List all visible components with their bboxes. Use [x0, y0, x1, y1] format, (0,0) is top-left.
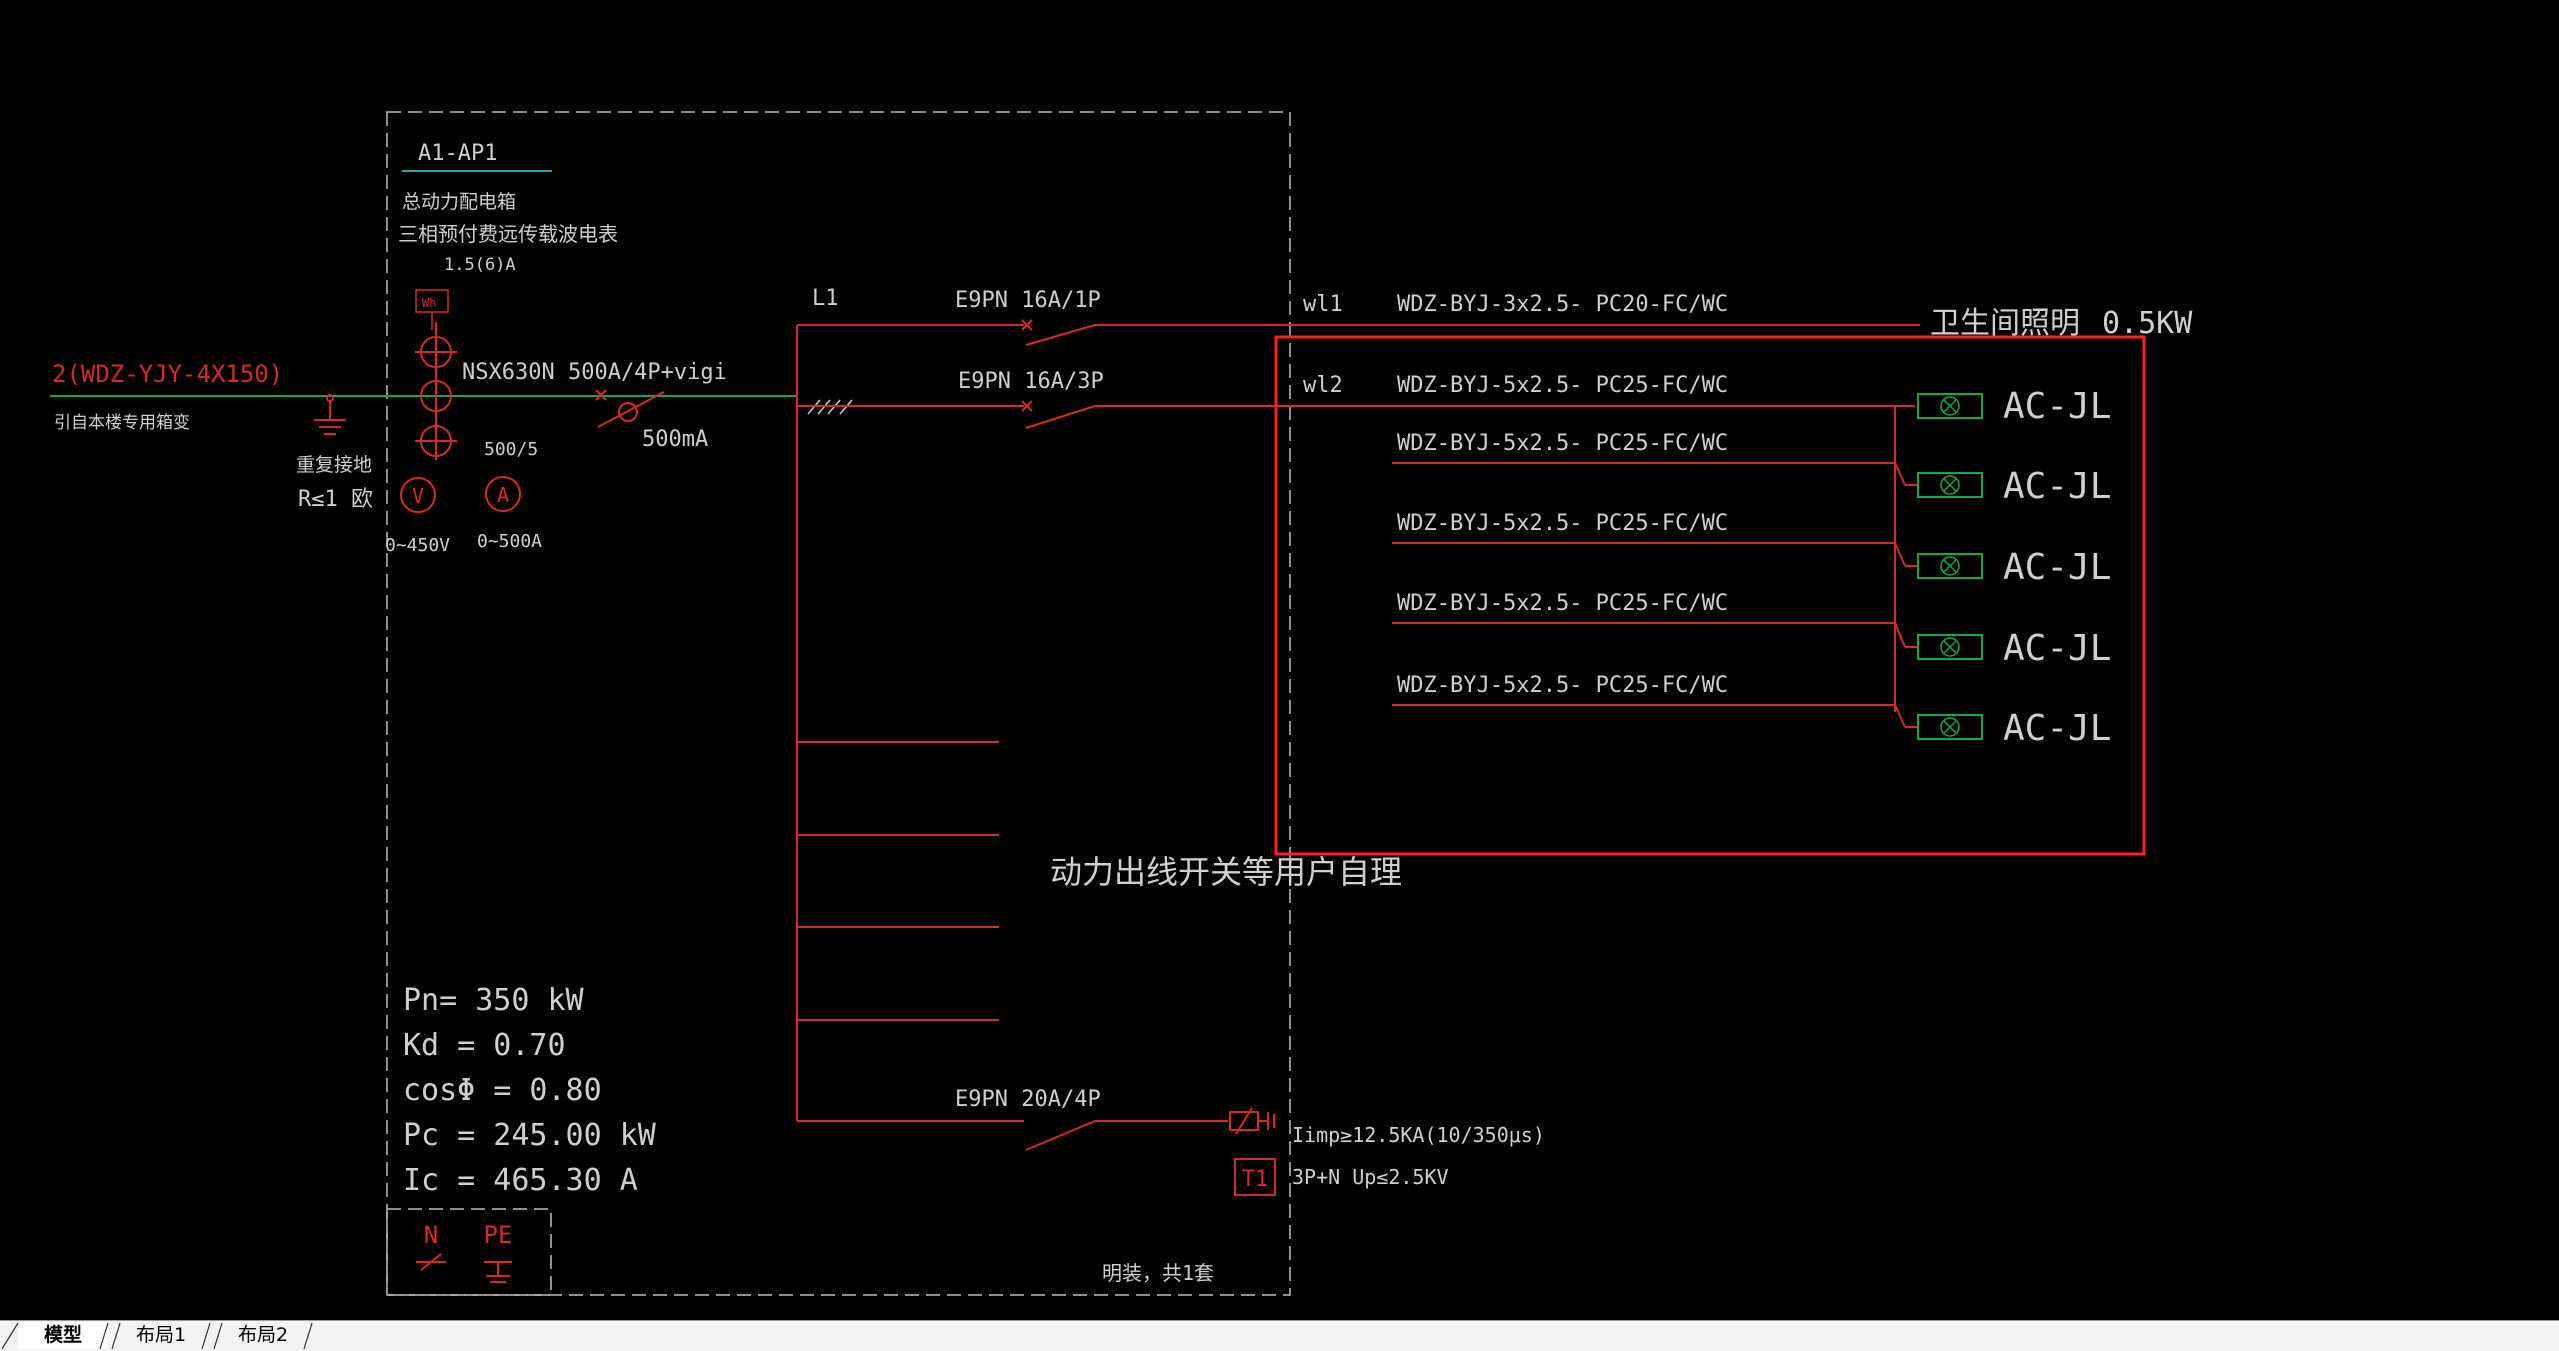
calc-pc: Pc = 245.00 kW — [403, 1118, 657, 1153]
svg-text:V: V — [412, 484, 424, 508]
ct-ratio: 500/5 — [484, 439, 538, 460]
terminal-pe: PE — [484, 1221, 513, 1249]
load-label: AC-JL — [2003, 547, 2111, 588]
circuit-wl2-breaker-label: E9PN 16A/3P — [958, 369, 1104, 394]
circuit-wl1-id: wl1 — [1303, 292, 1343, 317]
load-lamp-icon — [1917, 553, 1983, 579]
incoming-cable: 2(WDZ-YJY-4X150) — [52, 360, 283, 388]
circuit-wl2-cable: WDZ-BYJ-5x2.5- PC25-FC/WC — [1397, 373, 1728, 398]
branch-feeder-1: AC-JL — [1895, 386, 2111, 427]
lighting-load-power: 0.5KW — [2102, 306, 2193, 341]
spd-breaker-symbol — [1025, 1107, 1275, 1151]
bus-phase: L1 — [812, 286, 839, 311]
load-label: AC-JL — [2003, 628, 2111, 669]
energy-meter-icon: Wh — [415, 289, 449, 330]
voltmeter-range: 0~450V — [385, 535, 450, 556]
spd-spec2: 3P+N Up≤2.5KV — [1292, 1165, 1449, 1189]
footer-note: 明装，共1套 — [1102, 1261, 1214, 1285]
panel-name: A1-AP1 — [418, 141, 497, 166]
load-label: AC-JL — [2003, 708, 2111, 749]
load-lamp-icon — [1917, 714, 1983, 740]
svg-text:T1: T1 — [1242, 1167, 1269, 1192]
branch-feeder-3: WDZ-BYJ-5x2.5- PC25-FC/WC AC-JL — [1392, 511, 2111, 588]
branch-cable: WDZ-BYJ-5x2.5- PC25-FC/WC — [1397, 431, 1728, 456]
grounding-label: 重复接地 — [296, 454, 372, 476]
grounding-resistance: R≤1 欧 — [298, 487, 373, 512]
ammeter-icon: A — [485, 476, 521, 512]
load-lamp-icon — [1917, 472, 1983, 498]
branch-feeder-2: WDZ-BYJ-5x2.5- PC25-FC/WC AC-JL — [1392, 406, 2111, 712]
incoming-source: 引自本楼专用箱变 — [54, 413, 190, 433]
tab-model[interactable]: 模型 — [18, 1322, 108, 1349]
terminal-box — [386, 1208, 552, 1296]
current-transformer-icon — [415, 322, 457, 460]
circuit-wl1-breaker-label: E9PN 16A/1P — [955, 288, 1101, 313]
svg-text:A: A — [497, 483, 509, 507]
branch-cable: WDZ-BYJ-5x2.5- PC25-FC/WC — [1397, 511, 1728, 536]
tab-layout1[interactable]: 布局1 — [135, 1324, 187, 1346]
load-lamp-icon — [1917, 634, 1983, 660]
load-label: AC-JL — [2003, 466, 2111, 507]
branch-feeder-4: WDZ-BYJ-5x2.5- PC25-FC/WC AC-JL — [1392, 591, 2111, 669]
drawing-canvas[interactable]: A1-AP1 总动力配电箱 三相预付费远传载波电表 1.5(6)A 2(WDZ-… — [0, 0, 2559, 1320]
svg-text:Wh: Wh — [422, 296, 436, 310]
panel-desc1: 总动力配电箱 — [402, 191, 516, 213]
spd-spec1: Iimp≥12.5KA(10/350μs) — [1292, 1123, 1545, 1147]
ammeter-range: 0~500A — [477, 531, 542, 552]
main-breaker-symbol — [595, 389, 665, 428]
circuit-wl1-cable: WDZ-BYJ-3x2.5- PC20-FC/WC — [1397, 292, 1728, 317]
main-breaker-label: NSX630N 500A/4P+vigi — [462, 360, 727, 385]
leakage-rating: 500mA — [642, 427, 708, 452]
terminal-n: N — [424, 1221, 438, 1249]
panel-desc2: 三相预付费远传载波电表 — [398, 222, 618, 246]
tab-layout2[interactable]: 布局2 — [237, 1324, 289, 1346]
highlight-selection-box[interactable] — [1274, 335, 2146, 856]
terminal-symbols — [416, 1253, 512, 1283]
calc-ic: Ic = 465.30 A — [403, 1163, 638, 1198]
load-lamp-icon — [1917, 393, 1983, 419]
branch-cable: WDZ-BYJ-5x2.5- PC25-FC/WC — [1397, 591, 1728, 616]
branch-cable: WDZ-BYJ-5x2.5- PC25-FC/WC — [1397, 673, 1728, 698]
calc-kd: Kd = 0.70 — [403, 1028, 566, 1063]
meter-rating: 1.5(6)A — [444, 255, 516, 275]
voltmeter-icon: V — [400, 477, 436, 513]
grounding-symbol — [314, 394, 346, 435]
panel-enclosure — [386, 111, 1291, 1296]
circuit-wl1-breaker — [1021, 319, 1096, 346]
branch-feeder-5: WDZ-BYJ-5x2.5- PC25-FC/WC AC-JL — [1392, 673, 2111, 749]
tab-separators — [1, 1322, 313, 1350]
circuit-wl2-id: wl2 — [1303, 373, 1343, 398]
spd-breaker-label: E9PN 20A/4P — [955, 1087, 1101, 1112]
layout-tab-bar: 模型 布局1 布局2 — [0, 1320, 2559, 1351]
lighting-load-name: 卫生间照明 — [1930, 306, 2080, 341]
circuit-wl2-breaker — [1021, 400, 1096, 429]
calc-pn: Pn= 350 kW — [403, 983, 585, 1018]
spare-outgoing-lines — [797, 741, 999, 1021]
user-note: 动力出线开关等用户自理 — [1050, 853, 1402, 891]
load-label: AC-JL — [2003, 386, 2111, 427]
calc-cos: cosΦ = 0.80 — [403, 1073, 602, 1108]
spd-type-box: T1 — [1234, 1158, 1276, 1196]
